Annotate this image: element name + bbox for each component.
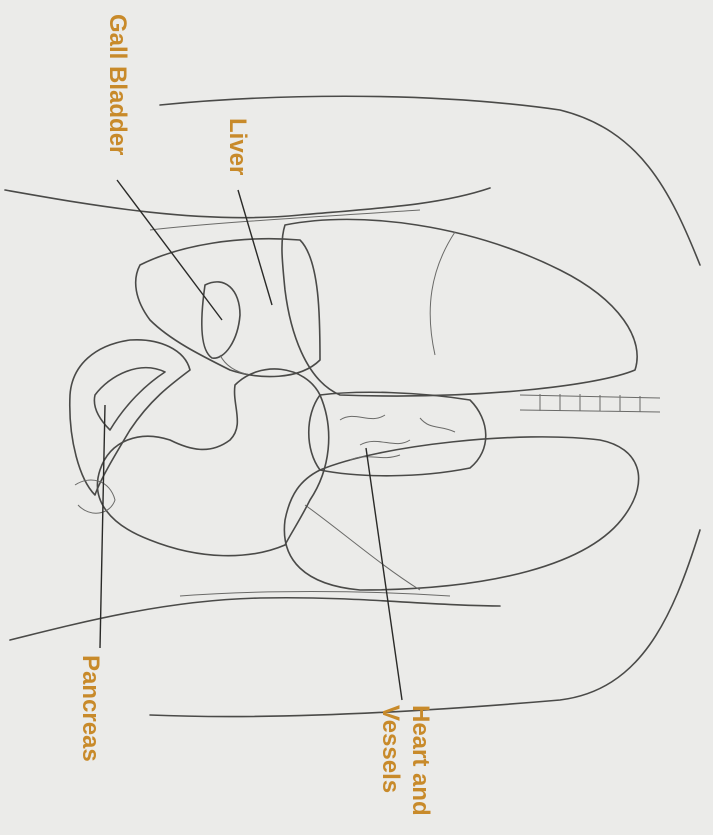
pancreas [70, 340, 190, 495]
leader-line-liver [238, 190, 272, 305]
heart-vessels [340, 415, 455, 460]
label-gall-bladder: Gall Bladder [104, 14, 131, 155]
liver [136, 239, 320, 377]
lung-lower-fissure [305, 505, 420, 590]
heart [309, 392, 486, 475]
rib-upper-left [5, 188, 490, 218]
lung-upper-fissure [430, 232, 455, 355]
trachea [520, 394, 660, 412]
tissue-left [75, 480, 115, 513]
gall-bladder [202, 282, 240, 358]
lung-upper [282, 219, 637, 396]
lung-lower [284, 437, 638, 590]
body-outline-bottom [150, 530, 700, 717]
label-pancreas: Pancreas [77, 655, 104, 762]
label-heart-line1: Heart and [407, 705, 434, 816]
leader-line-gall-bladder [117, 180, 222, 320]
stomach [97, 369, 328, 556]
rib-lower-left [10, 598, 500, 640]
rib-lower-left-inner [180, 592, 450, 597]
leader-line-pancreas [100, 405, 105, 648]
label-heart-line2: Vessels [377, 705, 404, 793]
label-liver: Liver [224, 118, 251, 175]
